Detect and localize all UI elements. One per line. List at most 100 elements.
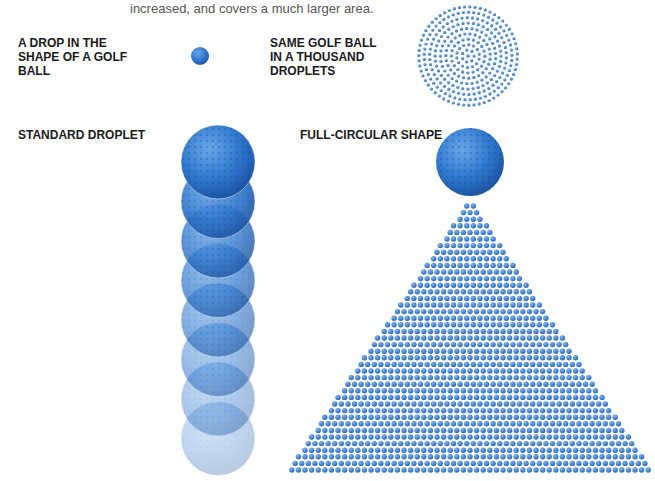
droplet <box>505 56 508 59</box>
droplet <box>550 382 555 387</box>
droplet <box>481 368 486 373</box>
droplet <box>481 19 484 22</box>
droplet <box>490 78 493 81</box>
droplet <box>316 428 321 433</box>
droplet <box>563 421 568 426</box>
droplet <box>417 59 420 62</box>
droplet <box>362 368 367 373</box>
droplet <box>553 454 558 459</box>
droplet <box>451 263 456 268</box>
droplet <box>435 65 438 68</box>
droplet <box>316 448 321 453</box>
droplet <box>470 59 473 62</box>
droplet <box>434 375 439 380</box>
droplet <box>405 441 410 446</box>
droplet <box>375 355 380 360</box>
droplet <box>401 415 406 420</box>
droplet <box>543 322 548 327</box>
droplet <box>593 415 598 420</box>
droplet <box>415 375 420 380</box>
droplet <box>395 388 400 393</box>
droplet <box>424 296 429 301</box>
droplet <box>382 415 387 420</box>
droplet <box>596 421 601 426</box>
droplet <box>457 103 460 106</box>
droplet <box>573 375 578 380</box>
droplet <box>445 59 448 62</box>
droplet <box>510 342 515 347</box>
droplet <box>438 94 441 97</box>
droplet <box>537 401 542 406</box>
droplet <box>456 23 459 26</box>
droplet <box>433 73 436 76</box>
droplet <box>444 296 449 301</box>
droplet <box>349 428 354 433</box>
droplet <box>448 434 453 439</box>
droplet <box>438 322 443 327</box>
droplet <box>540 329 545 334</box>
droplet <box>421 448 426 453</box>
droplet <box>507 408 512 413</box>
droplet <box>408 335 413 340</box>
droplet <box>382 395 387 400</box>
droplet <box>566 448 571 453</box>
droplet <box>482 39 485 42</box>
droplet <box>484 236 489 241</box>
droplet <box>477 283 482 288</box>
droplet <box>506 74 509 77</box>
droplet <box>619 467 624 472</box>
droplet <box>516 52 519 55</box>
droplet <box>486 21 489 24</box>
droplet <box>553 415 558 420</box>
droplet <box>583 461 588 466</box>
droplet <box>438 296 443 301</box>
droplet <box>498 76 501 79</box>
droplet <box>452 13 455 16</box>
droplet <box>490 342 495 347</box>
droplet <box>497 243 502 248</box>
droplet <box>514 388 519 393</box>
droplet <box>424 276 429 281</box>
droplet <box>616 461 621 466</box>
droplet <box>431 316 436 321</box>
droplet <box>401 349 406 354</box>
droplet <box>444 316 449 321</box>
droplet <box>398 401 403 406</box>
droplet <box>467 230 472 235</box>
droplet <box>448 467 453 472</box>
droplet <box>398 362 403 367</box>
droplet <box>411 362 416 367</box>
droplet <box>560 428 565 433</box>
droplet <box>493 35 496 38</box>
droplet <box>461 355 466 360</box>
droplet <box>530 401 535 406</box>
droplet <box>453 44 456 47</box>
droplet <box>292 461 297 466</box>
droplet <box>355 434 360 439</box>
droplet <box>500 448 505 453</box>
droplet <box>493 62 496 65</box>
droplet <box>494 428 499 433</box>
droplet <box>441 368 446 373</box>
droplet <box>388 467 393 472</box>
droplet <box>448 349 453 354</box>
droplet <box>540 309 545 314</box>
droplet <box>457 302 462 307</box>
droplet <box>491 84 494 87</box>
droplet <box>493 13 496 16</box>
droplet <box>606 467 611 472</box>
droplet <box>566 467 571 472</box>
droplet <box>494 388 499 393</box>
droplet <box>391 316 396 321</box>
droplet <box>547 349 552 354</box>
droplet <box>424 441 429 446</box>
droplet <box>448 428 453 433</box>
droplet <box>405 461 410 466</box>
droplet <box>629 461 634 466</box>
droplet <box>415 408 420 413</box>
droplet <box>583 401 588 406</box>
droplet <box>438 243 443 248</box>
droplet <box>408 434 413 439</box>
droplet <box>484 296 489 301</box>
droplet <box>497 16 500 19</box>
